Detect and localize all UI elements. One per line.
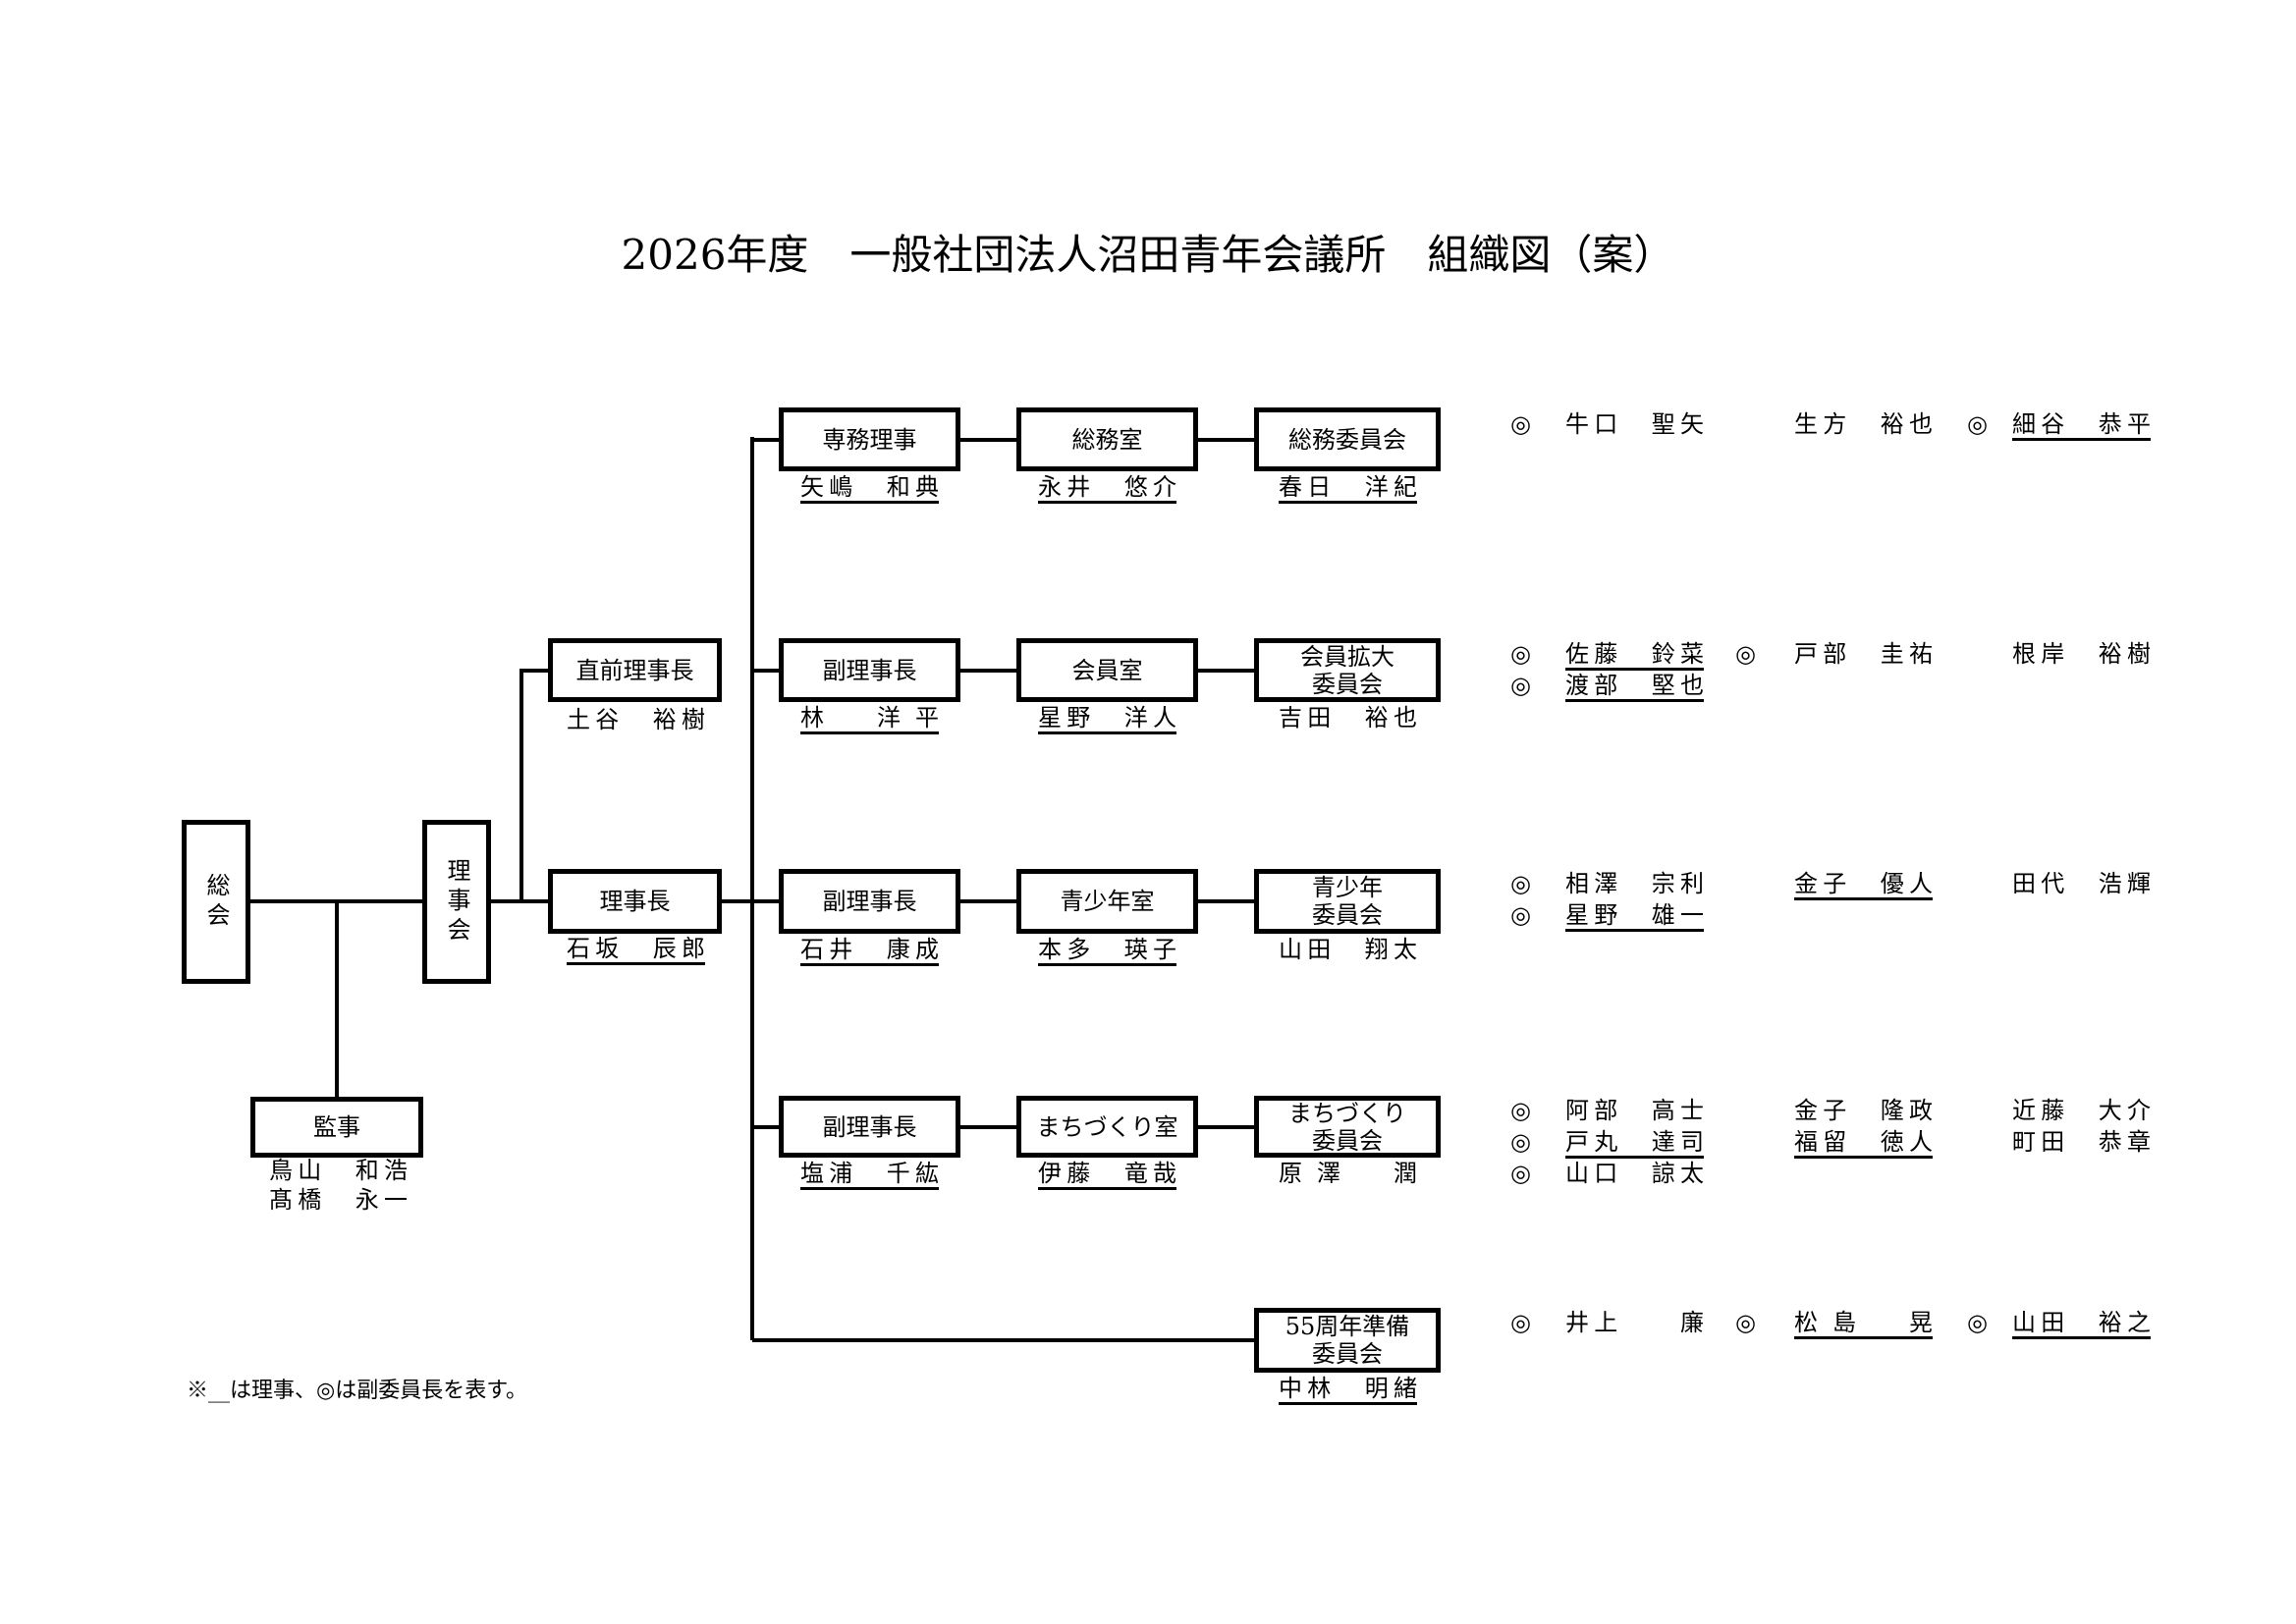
committee-name: 吉田 裕也 [1279,704,1417,731]
vice-chair-mark-icon: ◎ [1510,870,1531,897]
officer-box: 副理事長 [779,1096,960,1158]
member-name: 阿部 高士 [1565,1097,1704,1124]
member-name: 福留 徳人 [1794,1128,1933,1159]
vice-chair-mark-icon: ◎ [1510,410,1531,438]
connector-line [752,669,779,673]
vice-chair-mark-icon: ◎ [1510,1160,1531,1187]
member-name: 近藤 大介 [2012,1097,2151,1124]
office-box: 総務室 [1016,407,1198,471]
connector-line [1198,899,1254,903]
member-name: 町田 恭章 [2012,1128,2151,1156]
member-name: 渡部 堅也 [1565,672,1704,702]
committee-box: 会員拡大 委員会 [1254,638,1441,702]
connector-line [519,669,523,903]
vice-chair-mark-icon: ◎ [1510,640,1531,668]
vice-chair-mark-icon: ◎ [1510,1097,1531,1124]
member-name: 星野 雄一 [1565,901,1704,932]
connector-line [752,1338,1254,1342]
trunk-line [750,437,754,1340]
member-name: 細谷 恭平 [2012,410,2151,441]
member-name: 井上 廉 [1565,1309,1704,1336]
member-name: 戸丸 達司 [1565,1128,1704,1159]
officer-box: 副理事長 [779,638,960,702]
auditor-box: 監事 [250,1097,423,1158]
member-name: 佐藤 鈴菜 [1565,640,1704,671]
member-name: 生方 裕也 [1794,410,1933,438]
connector-line [960,1125,1016,1129]
committee-box: 55周年準備 委員会 [1254,1308,1441,1373]
vice-chair-mark-icon: ◎ [1735,640,1756,668]
auditor-name: 鳥山 和浩 [269,1157,408,1184]
member-name: 山田 裕之 [2012,1309,2151,1339]
connector-line [335,899,339,1097]
committee-name: 山田 翔太 [1279,936,1417,963]
member-name: 金子 優人 [1794,870,1933,900]
officer-box: 専務理事 [779,407,960,471]
connector-line [960,438,1016,442]
office-box: 会員室 [1016,638,1198,702]
board-box: 理事会 [422,820,491,984]
vice-chair-mark-icon: ◎ [1967,410,1988,438]
member-name: 相澤 宗利 [1565,870,1704,897]
connector-line [752,1125,779,1129]
office-name: 本多 瑛子 [1038,936,1176,966]
office-box: まちづくり室 [1016,1096,1198,1158]
past-president-box: 直前理事長 [548,638,722,702]
office-box: 青少年室 [1016,869,1198,934]
office-name: 星野 洋人 [1038,704,1176,734]
committee-name: 原澤 潤 [1279,1160,1417,1187]
committee-box: 青少年 委員会 [1254,869,1441,934]
member-name: 田代 浩輝 [2012,870,2151,897]
member-name: 戸部 圭祐 [1794,640,1933,668]
committee-box: 総務委員会 [1254,407,1441,471]
officer-name: 矢嶋 和典 [800,473,939,504]
connector-line [1198,438,1254,442]
member-name: 金子 隆政 [1794,1097,1933,1124]
connector-line [519,669,548,673]
vice-chair-mark-icon: ◎ [1967,1309,1988,1336]
committee-box: まちづくり 委員会 [1254,1096,1441,1158]
officer-name: 林 洋平 [800,704,939,734]
auditor-name: 髙橋 永一 [269,1186,408,1214]
connector-line [752,899,779,903]
officer-name: 塩浦 千紘 [800,1160,939,1190]
footnote: ※__は理事、◎は副委員長を表す。 [187,1379,527,1403]
vice-chair-mark-icon: ◎ [1510,1128,1531,1156]
connector-line [752,438,779,442]
connector-line [960,899,1016,903]
connector-line [1198,669,1254,673]
officer-box: 副理事長 [779,869,960,934]
member-name: 山口 諒太 [1565,1160,1704,1187]
member-name: 根岸 裕樹 [2012,640,2151,668]
committee-name: 春日 洋紀 [1279,473,1417,504]
president-box: 理事長 [548,869,722,934]
connector-line [1198,1125,1254,1129]
member-name: 牛口 聖矢 [1565,410,1704,438]
page-title: 2026年度 一般社団法人沼田青年会議所 組織図（案） [621,231,1675,279]
member-name: 松島 晃 [1794,1309,1933,1339]
vice-chair-mark-icon: ◎ [1735,1309,1756,1336]
officer-name: 石井 康成 [800,936,939,966]
committee-name: 中林 明緒 [1279,1375,1417,1405]
president-name: 石坂 辰郎 [567,935,705,965]
office-name: 永井 悠介 [1038,473,1176,504]
vice-chair-mark-icon: ◎ [1510,901,1531,929]
past-president-name: 土谷 裕樹 [567,706,705,733]
connector-line [960,669,1016,673]
general-assembly-box: 総会 [182,820,250,984]
connector-line [722,899,754,903]
office-name: 伊藤 竜哉 [1038,1160,1176,1190]
vice-chair-mark-icon: ◎ [1510,1309,1531,1336]
vice-chair-mark-icon: ◎ [1510,672,1531,699]
